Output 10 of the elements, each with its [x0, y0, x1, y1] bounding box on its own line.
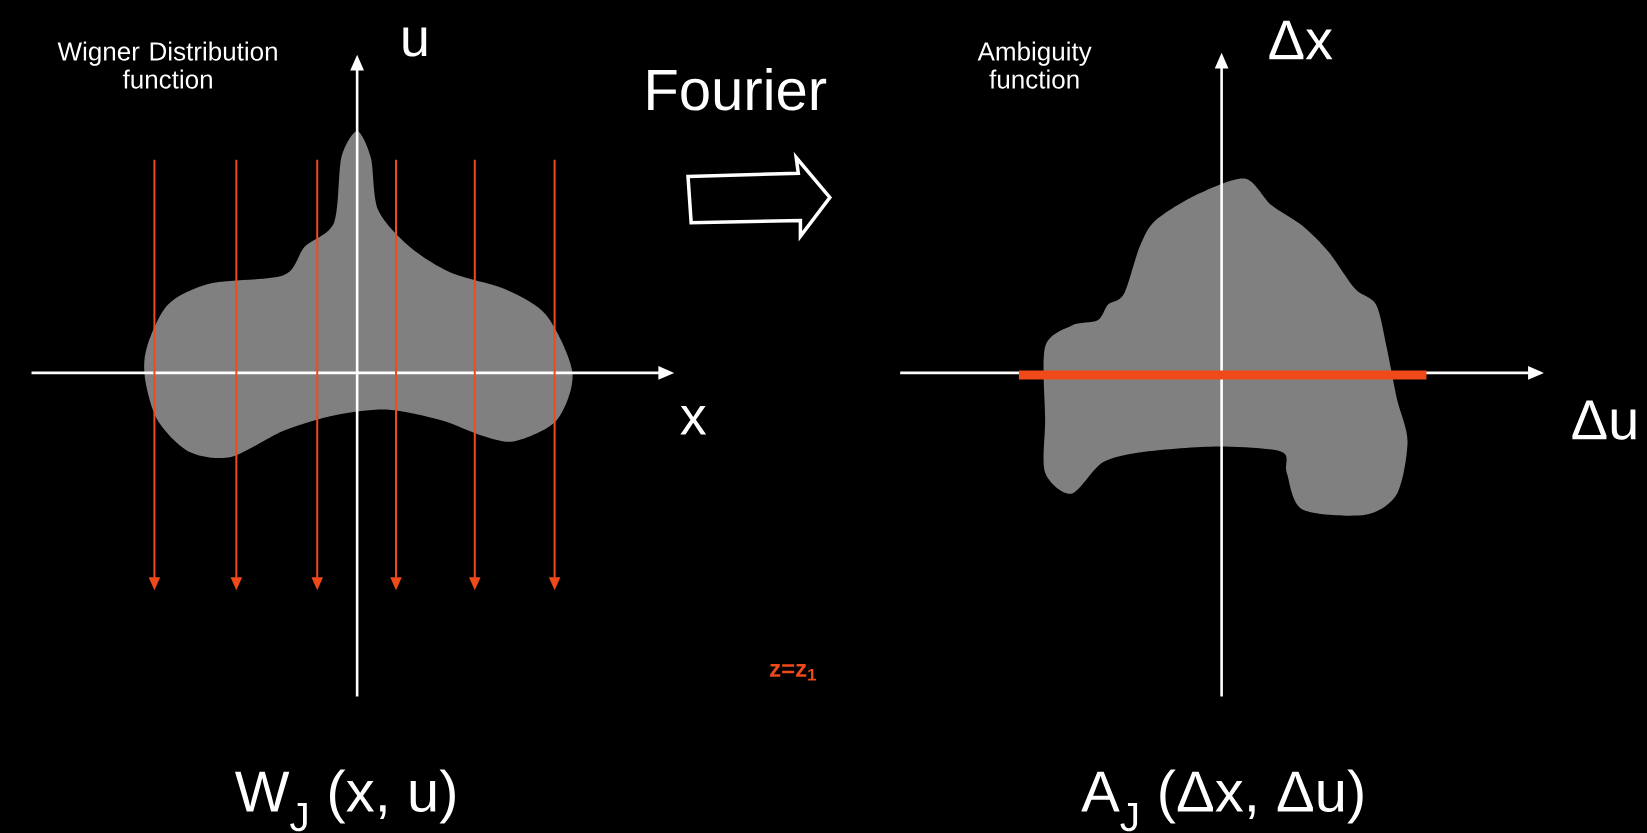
axis-label: x: [680, 405, 707, 435]
axis-label: Δu: [1572, 400, 1636, 440]
function-label: A$_{J}$ (Δx, Δu): [1081, 769, 1363, 832]
axis-label: Δx: [1269, 20, 1333, 60]
axis-label: u: [403, 27, 427, 57]
heading-text: Ambiguity function: [977, 41, 1092, 89]
plane-label: z=z$_{1}$: [770, 664, 816, 681]
heading-text: Wigner Distribution function: [57, 41, 277, 89]
transform-label: Fourier: [648, 68, 827, 111]
function-label: W$_{J}$ (x, u): [235, 769, 455, 832]
